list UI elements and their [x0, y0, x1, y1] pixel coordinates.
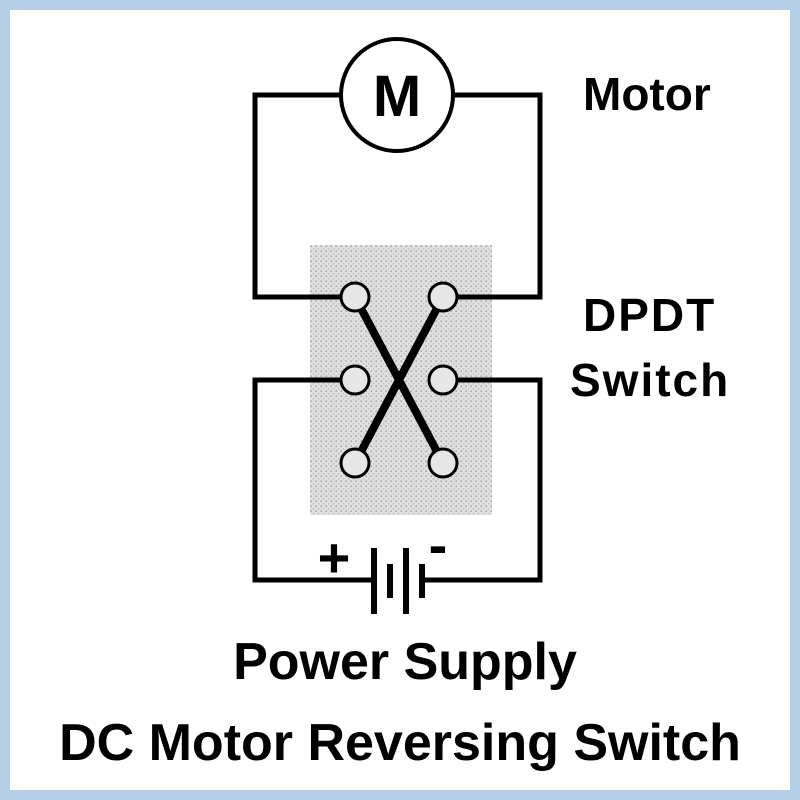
switch-terminal-middle-right: [427, 364, 459, 396]
switch-terminal-middle-left: [339, 364, 371, 396]
wire-motor-right: [453, 92, 543, 300]
motor-label: Motor: [583, 68, 711, 120]
switch-terminal-top-left: [339, 281, 371, 313]
circuit-wires: [252, 92, 543, 583]
dpdt-label-line2: Switch: [570, 354, 730, 406]
switch-terminal-bottom-right: [427, 447, 459, 479]
wire-power-left: [252, 377, 374, 583]
battery-symbol: [371, 548, 425, 614]
switch-cross-wire-b: [351, 293, 447, 467]
switch-terminal-bottom-left: [339, 447, 371, 479]
switch-terminals: [339, 281, 459, 479]
diagram-title: DC Motor Reversing Switch: [59, 714, 741, 772]
wire-motor-left: [252, 92, 341, 300]
battery-plus-label: +: [318, 526, 351, 589]
wire-power-right: [422, 377, 543, 583]
power-supply-label: Power Supply: [233, 633, 577, 691]
dpdt-label-line1: DPDT: [583, 289, 716, 341]
motor-symbol-label: M: [373, 64, 421, 129]
battery-minus-label: -: [429, 513, 448, 576]
motor-circle: [339, 37, 455, 153]
switch-terminal-top-right: [427, 281, 459, 313]
switch-cross-wires: [351, 293, 447, 467]
